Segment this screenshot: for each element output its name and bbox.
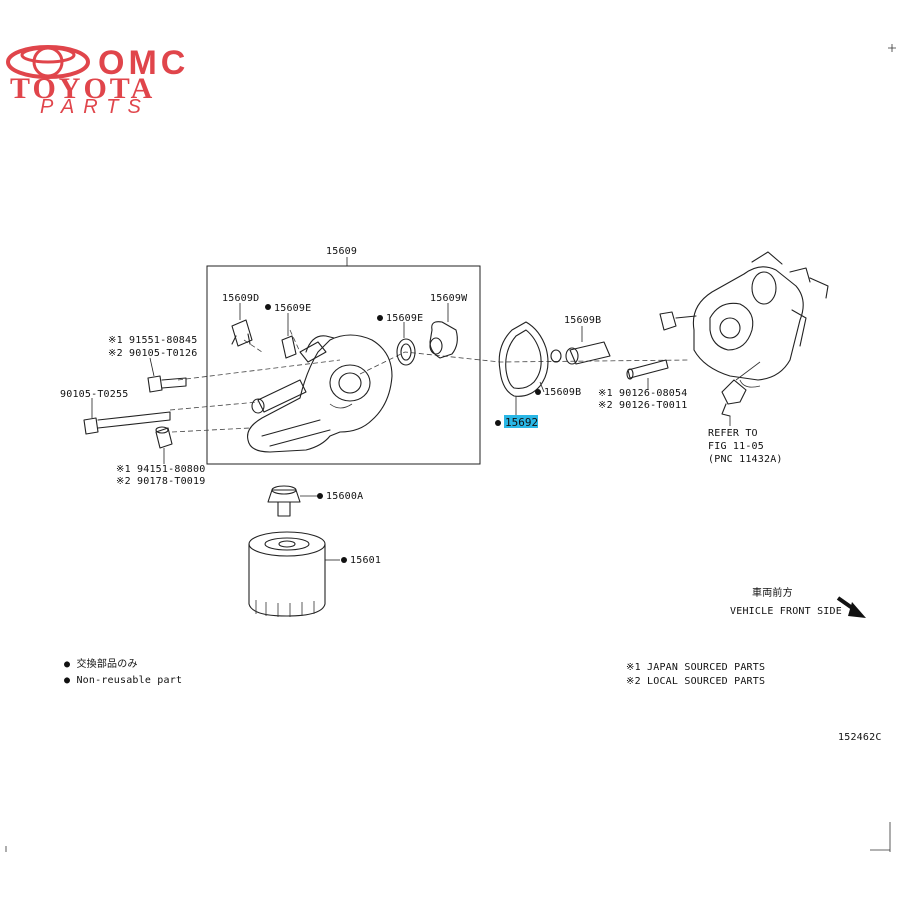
part-15609B-lower: 15609B xyxy=(535,381,581,398)
highlight-marker xyxy=(504,415,538,428)
label-15609D: 15609D xyxy=(222,293,259,304)
omc-toyota-logo: OMC TOYOTA PARTS xyxy=(6,44,189,118)
label-15601: 15601 xyxy=(350,555,381,566)
logo-line1: OMC xyxy=(98,44,189,82)
bolt-upper: ※1 91551-80845 ※2 90105-T0126 xyxy=(108,335,197,393)
logo-line3: PARTS xyxy=(40,96,150,118)
toyota-emblem-top-icon xyxy=(20,46,76,64)
corner-mark-bottom-right xyxy=(870,822,891,852)
label-15609E-left: 15609E xyxy=(274,303,311,314)
label-15609W: 15609W xyxy=(430,293,468,304)
part-15609B-union: 15609B xyxy=(550,315,611,365)
note-right-1: ※1 90126-08054 xyxy=(598,388,687,399)
vehicle-front-direction: 車両前方 VEHICLE FRONT SIDE xyxy=(730,586,866,618)
washer-lower: ※1 94151-80800 ※2 90178-T0019 xyxy=(116,426,205,487)
note-left-bottom-2: ※2 90178-T0019 xyxy=(116,476,205,487)
legend-source-2: ※2 LOCAL SOURCED PARTS xyxy=(626,676,765,687)
part-15601-oil-filter: 15601 xyxy=(248,531,381,617)
part-15609E-left: 15609E xyxy=(265,303,311,359)
label-15692: 15692 xyxy=(505,416,538,429)
corner-mark-top-right xyxy=(888,44,896,52)
part-15609E-oring: 15609E xyxy=(377,313,423,366)
oil-filter-bracket xyxy=(247,334,393,453)
direction-jp: 車両前方 xyxy=(752,586,793,599)
group-label: 15609 xyxy=(326,246,357,257)
note-right-2: ※2 90126-T0011 xyxy=(598,400,687,411)
refer-line1: REFER TO xyxy=(708,428,758,439)
oil-pressure-sensor: REFER TO FIG 11-05 (PNC 11432A) xyxy=(708,361,783,465)
label-15609B-bottom: 15609B xyxy=(544,387,581,398)
refer-line3: (PNC 11432A) xyxy=(708,454,783,465)
stud-bolt-right: ※1 90126-08054 ※2 90126-T0011 xyxy=(598,359,687,411)
legend-item-1: ● 交換部品のみ xyxy=(64,657,138,670)
figure-id: 152462C xyxy=(838,732,882,743)
assembly-line-5 xyxy=(289,329,301,353)
legend-item-2: ● Non-reusable part xyxy=(64,675,182,686)
logo-line2: TOYOTA xyxy=(10,72,155,105)
engine-block-reference xyxy=(659,251,829,388)
assembly-line-1 xyxy=(177,359,341,381)
label-15609B-top: 15609B xyxy=(564,315,601,326)
label-90105-T0255: 90105-T0255 xyxy=(60,389,128,400)
assembly-line-3 xyxy=(171,427,251,433)
label-15609E-right: 15609E xyxy=(386,313,423,324)
refer-line2: FIG 11-05 xyxy=(708,441,764,452)
assembly-line-4 xyxy=(359,351,691,375)
assembly-line-2 xyxy=(169,401,259,411)
gasket-15692: 15692 xyxy=(495,321,549,429)
direction-en: VEHICLE FRONT SIDE xyxy=(730,606,842,617)
note-left-bottom-1: ※1 94151-80800 xyxy=(116,464,205,475)
arrow-head-icon xyxy=(848,602,866,618)
part-15609D: 15609D xyxy=(222,293,259,347)
assembly-group-15609: 15609 xyxy=(206,246,481,465)
part-15609W: 15609W xyxy=(429,293,468,359)
note-left-top-1: ※1 91551-80845 xyxy=(108,335,197,346)
group-box xyxy=(206,265,481,465)
bolt-long: 90105-T0255 xyxy=(60,389,171,435)
label-15600A: 15600A xyxy=(326,491,363,502)
part-15600A: 15600A xyxy=(267,485,363,517)
legend-source-1: ※1 JAPAN SOURCED PARTS xyxy=(626,662,765,673)
note-left-top-2: ※2 90105-T0126 xyxy=(108,348,197,359)
legend: ● 交換部品のみ ● Non-reusable part ※1 JAPAN SO… xyxy=(64,657,765,687)
